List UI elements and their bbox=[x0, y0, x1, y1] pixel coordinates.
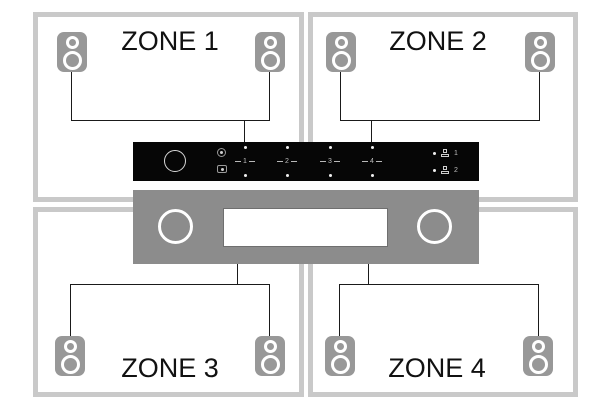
dash bbox=[235, 161, 242, 162]
zone-1-left-speaker-icon bbox=[57, 32, 87, 72]
woofer-icon bbox=[62, 51, 82, 70]
woofer-icon bbox=[530, 51, 550, 70]
woofer-icon bbox=[528, 355, 548, 374]
zone-3-left-speaker-icon bbox=[55, 336, 85, 376]
receiver-display bbox=[223, 208, 388, 247]
tweeter-icon bbox=[263, 36, 277, 49]
led-icon bbox=[370, 146, 374, 149]
zone-3-right-speaker-icon bbox=[255, 336, 285, 376]
channel-3-indicator: 3 bbox=[315, 146, 345, 177]
zone-2-left-speaker-icon bbox=[326, 32, 356, 72]
power-icon bbox=[217, 148, 226, 157]
led-icon bbox=[328, 174, 332, 177]
led-icon bbox=[285, 146, 289, 149]
woofer-icon bbox=[60, 355, 80, 374]
speaker-selector-unit: 1 2 3 4 1 2 bbox=[133, 142, 479, 181]
speaker-wire bbox=[269, 72, 270, 121]
led-icon bbox=[433, 151, 436, 155]
speaker-wire bbox=[244, 120, 245, 142]
speaker-output-icon bbox=[441, 149, 449, 157]
tweeter-icon bbox=[63, 340, 77, 353]
zone-4-label: ZONE 4 bbox=[388, 353, 486, 383]
speaker-wire bbox=[237, 264, 238, 285]
channel-2-indicator: 2 bbox=[272, 146, 302, 177]
device-gap bbox=[133, 181, 479, 190]
speaker-wire bbox=[539, 72, 540, 121]
speaker-wire bbox=[269, 284, 270, 336]
woofer-icon bbox=[260, 355, 280, 374]
zone-4-right-speaker-icon bbox=[523, 336, 553, 376]
speaker-wire bbox=[71, 120, 270, 121]
tweeter-icon bbox=[333, 340, 347, 353]
speaker-wire bbox=[70, 284, 71, 336]
receiver-unit bbox=[133, 190, 479, 264]
speaker-wire bbox=[71, 72, 72, 121]
zone-1-label: ZONE 1 bbox=[121, 26, 219, 56]
left-knob-icon bbox=[158, 209, 193, 244]
tweeter-icon bbox=[65, 36, 79, 49]
led-icon bbox=[243, 174, 247, 177]
woofer-icon bbox=[330, 355, 350, 374]
output-number: 1 bbox=[454, 149, 458, 157]
dash bbox=[333, 161, 340, 162]
right-knob-icon bbox=[417, 209, 452, 244]
channel-number: 4 bbox=[370, 158, 374, 165]
power-dot bbox=[220, 151, 223, 154]
dash bbox=[290, 161, 297, 162]
speaker-output-icon bbox=[441, 166, 449, 174]
volume-knob-icon bbox=[164, 150, 186, 172]
speaker-wire bbox=[70, 284, 270, 285]
led-icon bbox=[328, 146, 332, 149]
led-icon bbox=[370, 174, 374, 177]
tweeter-icon bbox=[533, 36, 547, 49]
dash bbox=[320, 161, 327, 162]
output-2-row: 2 bbox=[433, 166, 458, 174]
speaker-wire bbox=[340, 72, 341, 121]
led-icon bbox=[285, 174, 289, 177]
speaker-wire bbox=[339, 284, 340, 336]
channel-number: 1 bbox=[243, 158, 247, 165]
woofer-icon bbox=[331, 51, 351, 70]
speaker-wire bbox=[340, 120, 540, 121]
ir-dot bbox=[220, 167, 224, 171]
speaker-wire bbox=[339, 284, 539, 285]
dash bbox=[375, 161, 382, 162]
speaker-wire bbox=[368, 264, 369, 285]
output-1-row: 1 bbox=[433, 149, 458, 157]
output-number: 2 bbox=[454, 166, 458, 174]
tweeter-icon bbox=[263, 340, 277, 353]
tweeter-icon bbox=[531, 340, 545, 353]
tweeter-icon bbox=[334, 36, 348, 49]
dash bbox=[277, 161, 284, 162]
dash bbox=[248, 161, 255, 162]
speaker-wire bbox=[371, 120, 372, 142]
channel-number: 3 bbox=[328, 158, 332, 165]
channel-1-indicator: 1 bbox=[230, 146, 260, 177]
dash bbox=[362, 161, 369, 162]
zone-3-label: ZONE 3 bbox=[121, 353, 219, 383]
zone-1-right-speaker-icon bbox=[255, 32, 285, 72]
speaker-wire bbox=[538, 284, 539, 336]
woofer-icon bbox=[260, 51, 280, 70]
channel-number: 2 bbox=[285, 158, 289, 165]
zone-4-left-speaker-icon bbox=[325, 336, 355, 376]
led-icon bbox=[243, 146, 247, 149]
channel-4-indicator: 4 bbox=[357, 146, 387, 177]
zone-2-right-speaker-icon bbox=[525, 32, 555, 72]
zone-2-label: ZONE 2 bbox=[389, 26, 487, 56]
ir-sensor-icon bbox=[217, 165, 227, 173]
led-icon bbox=[433, 168, 436, 172]
